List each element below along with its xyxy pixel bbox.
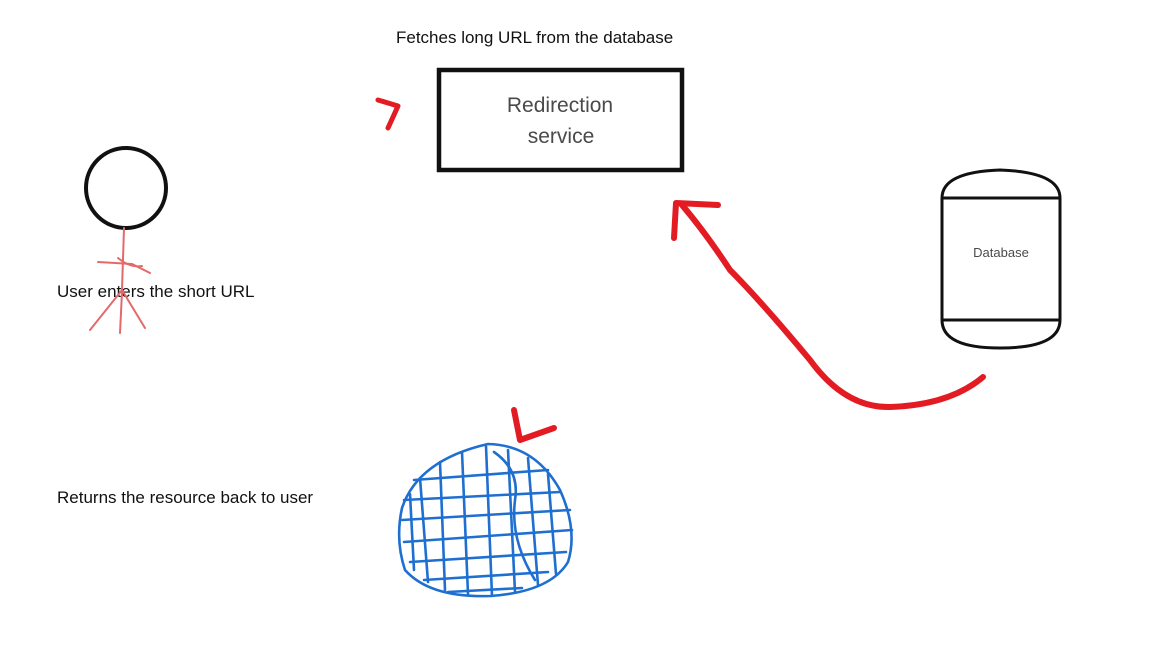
red-check-mark-top (375, 97, 401, 131)
globe-icon (397, 442, 574, 598)
caption-user-enters-short-url: User enters the short URL (57, 282, 255, 301)
stick-figure-icon (84, 146, 168, 334)
caption-returns-resource: Returns the resource back to user (57, 488, 314, 507)
redirection-service-box: Redirection service (436, 67, 685, 173)
database-label: Database (973, 245, 1029, 260)
redirection-service-label-line1: Redirection (507, 94, 613, 117)
arrow-icon (671, 200, 986, 411)
caption-fetches-long-url: Fetches long URL from the database (396, 28, 674, 47)
database-cylinder-icon (940, 168, 1062, 350)
redirection-service-label-line2: service (528, 125, 595, 148)
red-check-mark-bottom (511, 407, 557, 443)
